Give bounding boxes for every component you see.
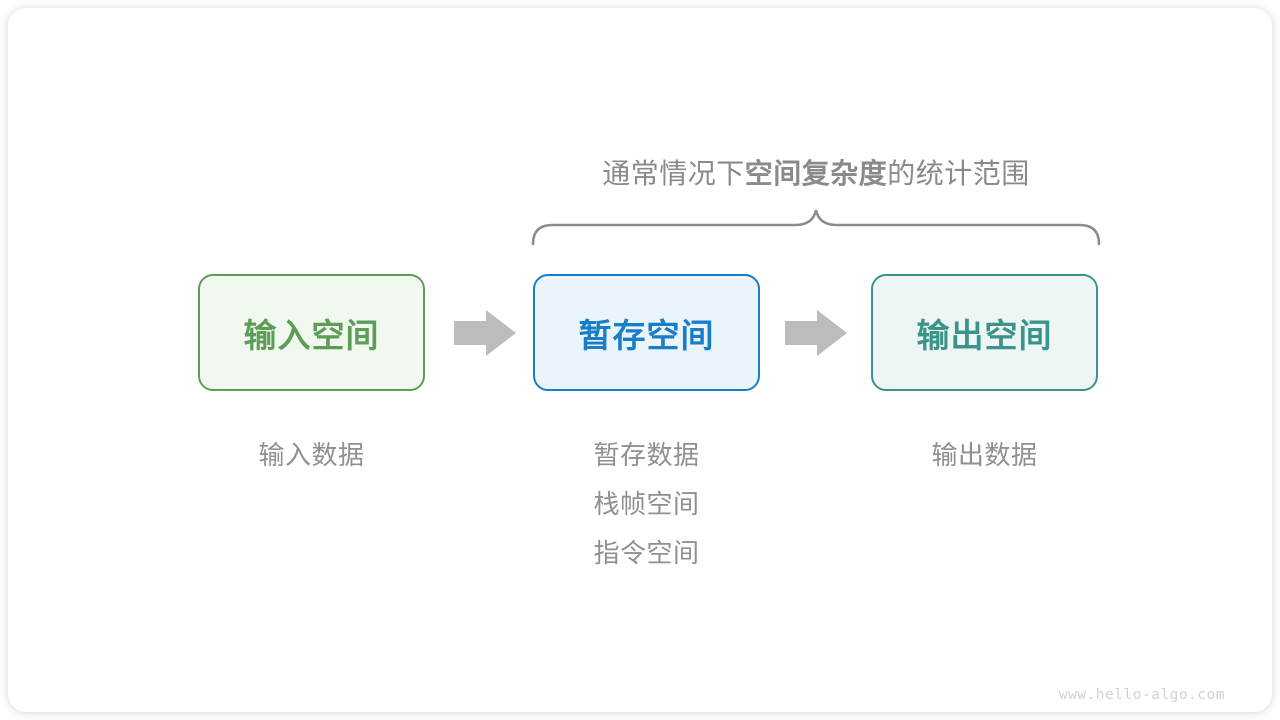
caption-line: 指令空间 bbox=[593, 538, 700, 568]
diagram-card: 通常情况下空间复杂度的统计范围 输入空间 暂存空间 输出空间 输入数据 暂存数据… bbox=[8, 8, 1272, 712]
arrow-right-icon bbox=[454, 310, 516, 356]
temporary-space-caption: 暂存数据 栈帧空间 指令空间 bbox=[533, 431, 760, 578]
annotation-emphasis: 空间复杂度 bbox=[744, 158, 888, 189]
temporary-space-label: 暂存空间 bbox=[578, 316, 715, 354]
input-space-label: 输入空间 bbox=[243, 316, 380, 354]
watermark: www.hello-algo.com bbox=[1058, 687, 1225, 703]
annotation-suffix: 的统计范围 bbox=[887, 158, 1030, 189]
annotation-prefix: 通常情况下 bbox=[602, 158, 745, 189]
caption-line: 栈帧空间 bbox=[593, 489, 700, 519]
temporary-space-box: 暂存空间 bbox=[533, 274, 760, 391]
caption-line: 输入数据 bbox=[258, 440, 365, 470]
caption-line: 输出数据 bbox=[931, 440, 1038, 470]
arrow-right-icon bbox=[785, 310, 847, 356]
output-space-box: 输出空间 bbox=[871, 274, 1098, 391]
annotation-title: 通常情况下空间复杂度的统计范围 bbox=[408, 152, 1224, 192]
input-space-box: 输入空间 bbox=[198, 274, 425, 391]
caption-line: 暂存数据 bbox=[593, 440, 700, 470]
input-space-caption: 输入数据 bbox=[198, 431, 425, 480]
output-space-label: 输出空间 bbox=[916, 316, 1053, 354]
output-space-caption: 输出数据 bbox=[871, 431, 1098, 480]
coverage-brace-icon bbox=[531, 209, 1101, 246]
